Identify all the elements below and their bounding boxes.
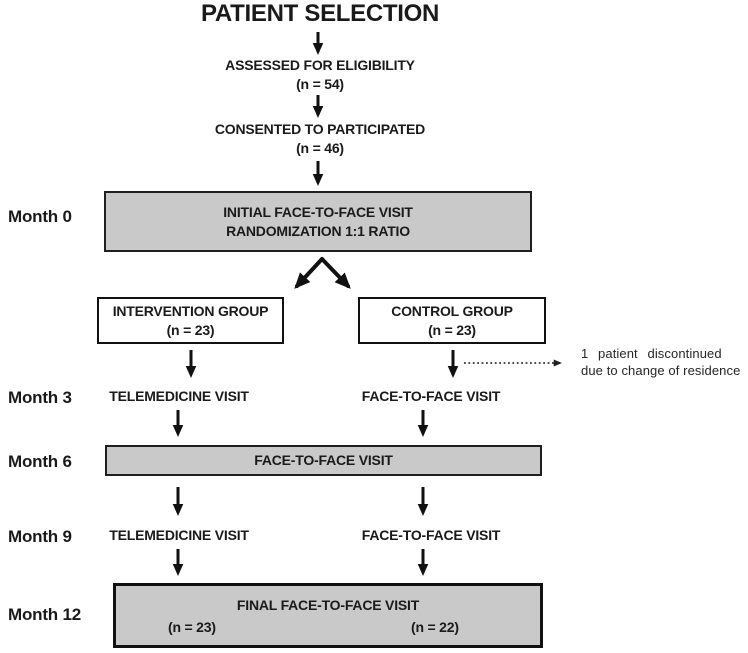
node-month9-face-to-face: FACE-TO-FACE VISIT: [361, 527, 501, 543]
arrow-split-left: [294, 257, 324, 289]
intervention-group-n: (n = 23): [166, 321, 215, 338]
timeline-month-0: Month 0: [8, 207, 72, 226]
box-month6-visit-label: FACE-TO-FACE VISIT: [254, 452, 393, 468]
node-assessed-n: (n = 54): [296, 76, 344, 92]
box-control-group: CONTROL GROUP (n = 23): [358, 297, 546, 344]
intervention-group-label: INTERVENTION GROUP: [112, 302, 269, 319]
arrow-split-right: [320, 257, 351, 289]
node-consented-label: CONSENTED TO PARTICIPATED: [214, 121, 426, 137]
node-month3-face-to-face: FACE-TO-FACE VISIT: [361, 388, 501, 404]
box-intervention-group: INTERVENTION GROUP (n = 23): [97, 297, 284, 344]
box-initial-visit: INITIAL FACE-TO-FACE VISIT RANDOMIZATION…: [104, 191, 532, 252]
box-final-visit-n-control: (n = 22): [411, 619, 459, 635]
node-month9-telemedicine: TELEMEDICINE VISIT: [109, 527, 249, 543]
node-assessed-label: ASSESSED FOR ELIGIBILITY: [225, 57, 415, 73]
box-initial-visit-line1: INITIAL FACE-TO-FACE VISIT: [223, 203, 413, 220]
diagram-title: PATIENT SELECTION: [200, 0, 440, 27]
dropout-annotation: 1 patient discontinued due to change of …: [581, 346, 748, 379]
timeline-month-12: Month 12: [8, 605, 82, 624]
box-final-visit-title: FINAL FACE-TO-FACE VISIT: [236, 597, 420, 613]
control-group-n: (n = 23): [428, 321, 476, 338]
box-final-visit-n-intervention: (n = 23): [168, 619, 216, 635]
node-assessed: ASSESSED FOR ELIGIBILITY (n = 54): [120, 56, 520, 94]
box-month6-visit: FACE-TO-FACE VISIT: [105, 445, 542, 476]
box-initial-visit-line2: RANDOMIZATION 1:1 RATIO: [226, 222, 410, 239]
node-consented: CONSENTED TO PARTICIPATED (n = 46): [120, 120, 520, 158]
node-consented-n: (n = 46): [296, 140, 344, 156]
node-month3-telemedicine: TELEMEDICINE VISIT: [109, 388, 249, 404]
timeline-month-9: Month 9: [8, 527, 72, 546]
control-group-label: CONTROL GROUP: [391, 302, 513, 319]
dropout-annotation-line2: due to change of residence: [581, 362, 741, 378]
box-final-visit: FINAL FACE-TO-FACE VISIT (n = 23) (n = 2…: [113, 583, 543, 648]
timeline-month-6: Month 6: [8, 452, 72, 471]
timeline-month-3: Month 3: [8, 388, 72, 407]
dropout-annotation-line1: 1 patient discontinued: [581, 346, 722, 361]
